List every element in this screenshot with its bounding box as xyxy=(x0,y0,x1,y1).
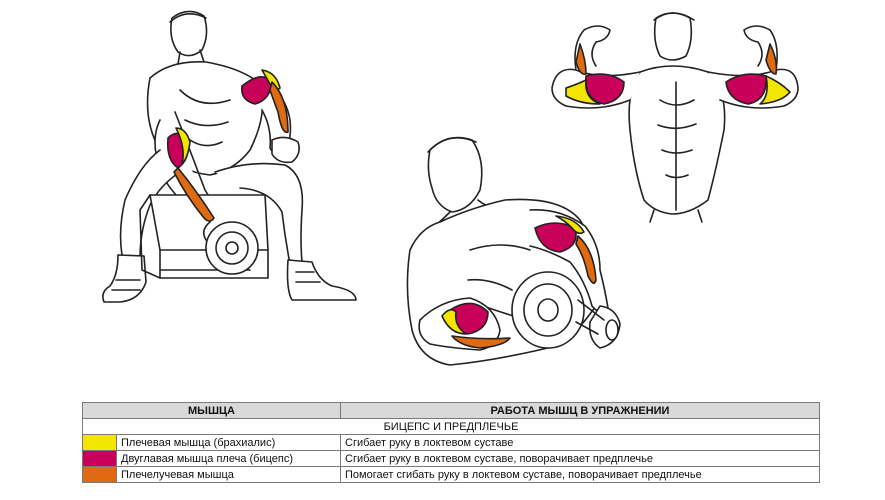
brachialis-muscle-fig1-working xyxy=(175,127,191,165)
brachioradialis-muscle-fig1-working xyxy=(173,167,215,222)
header-muscle-work: РАБОТА МЫШЦ В УПРАЖНЕНИИ xyxy=(340,402,820,419)
color-swatch-cell xyxy=(82,450,117,467)
seated-concentration-curl-figure xyxy=(102,10,357,303)
table-row: Двуглавая мышца плеча (бицепс) Сгибает р… xyxy=(82,450,820,467)
brachioradialis-muscle-fig2-upper xyxy=(575,235,597,284)
muscle-work-table: МЫШЦА РАБОТА МЫШЦ В УПРАЖНЕНИИ БИЦЕПС И … xyxy=(82,402,820,483)
brachioradialis-muscle-fig3-left xyxy=(575,43,587,76)
muscle-action: Сгибает руку в локтевом суставе xyxy=(340,434,820,451)
muscle-name: Плечелучевая мышца xyxy=(116,466,341,483)
muscle-name: Двуглавая мышца плеча (бицепс) xyxy=(116,450,341,467)
brachioradialis-muscle-fig1 xyxy=(269,81,289,134)
brachialis-muscle-fig3-right xyxy=(759,75,791,105)
color-swatch-cell xyxy=(82,434,117,451)
brachialis-muscle-fig3-left xyxy=(565,79,601,105)
brachialis-muscle-fig2-lower xyxy=(441,308,467,335)
biceps-muscle-fig3-left xyxy=(585,73,625,105)
brachioradialis-muscle-fig2-lower xyxy=(451,335,511,349)
brachioradialis-muscle-fig3-right xyxy=(765,43,778,75)
biceps-color-swatch xyxy=(83,451,116,466)
brachialis-muscle-fig2-upper xyxy=(555,215,585,235)
section-title: БИЦЕПС И ПРЕДПЛЕЧЬЕ xyxy=(82,418,820,435)
biceps-muscle-fig1 xyxy=(240,76,273,105)
exercise-illustrations xyxy=(102,10,799,366)
table-row: Плечелучевая мышца Помогает сгибать руку… xyxy=(82,466,820,483)
header-muscle: МЫШЦА xyxy=(82,402,341,419)
table-row: Плечевая мышца (брахиалис) Сгибает руку … xyxy=(82,434,820,451)
muscle-action: Помогает сгибать руку в локтевом суставе… xyxy=(340,466,820,483)
biceps-muscle-fig3-right xyxy=(725,73,767,105)
double-biceps-back-figure xyxy=(551,12,799,223)
muscle-name: Плечевая мышца (брахиалис) xyxy=(116,434,341,451)
color-swatch-cell xyxy=(82,466,117,483)
section-row: БИЦЕПС И ПРЕДПЛЕЧЬЕ xyxy=(82,418,820,435)
brachioradialis-color-swatch xyxy=(83,467,116,482)
table-header-row: МЫШЦА РАБОТА МЫШЦ В УПРАЖНЕНИИ xyxy=(82,402,820,419)
brachialis-color-swatch xyxy=(83,435,116,450)
biceps-muscle-fig2-upper xyxy=(534,222,577,253)
front-curl-closeup-figure xyxy=(406,136,621,366)
muscle-action: Сгибает руку в локтевом суставе, поворач… xyxy=(340,450,820,467)
